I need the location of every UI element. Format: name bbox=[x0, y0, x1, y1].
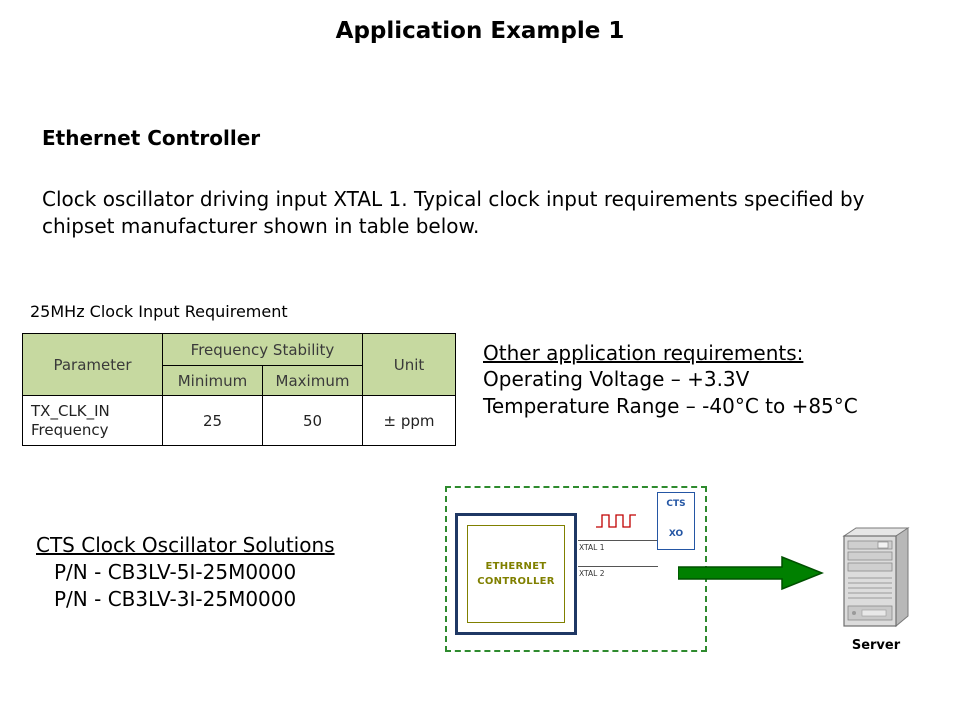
xo-label: XO bbox=[668, 529, 684, 539]
server-image bbox=[842, 527, 910, 628]
clock-waveform-icon bbox=[596, 514, 636, 528]
col-header-unit: Unit bbox=[362, 333, 456, 396]
xtal1-signal-line bbox=[578, 540, 658, 541]
clock-requirement-table: Parameter Frequency Stability Unit Minim… bbox=[22, 333, 456, 446]
solutions-block: CTS Clock Oscillator Solutions P/N - CB3… bbox=[36, 532, 335, 613]
page-title: Application Example 1 bbox=[335, 18, 625, 44]
part-number-1: P/N - CB3LV-5I-25M0000 bbox=[54, 560, 297, 584]
ethernet-controller-box: ETHERNET CONTROLLER bbox=[455, 513, 577, 635]
other-requirements-heading: Other application requirements: bbox=[483, 341, 804, 365]
part-number-2: P/N - CB3LV-3I-25M0000 bbox=[54, 587, 297, 611]
table-caption: 25MHz Clock Input Requirement bbox=[30, 302, 288, 321]
cts-xo-box: CTS XO bbox=[657, 492, 695, 550]
solutions-heading: CTS Clock Oscillator Solutions bbox=[36, 533, 335, 557]
xtal2-signal-line bbox=[578, 566, 658, 567]
server-label: Server bbox=[851, 638, 901, 653]
col-header-frequency-stability: Frequency Stability bbox=[162, 333, 363, 366]
other-requirements-block: Other application requirements: Operatin… bbox=[483, 340, 858, 419]
section-heading: Ethernet Controller bbox=[42, 126, 261, 150]
table-row: TX_CLK_IN Frequency 25 50 ± ppm bbox=[22, 395, 456, 446]
cell-maximum: 50 bbox=[262, 395, 363, 446]
col-header-maximum: Maximum bbox=[262, 365, 363, 396]
intro-paragraph: Clock oscillator driving input XTAL 1. T… bbox=[42, 187, 865, 238]
cell-minimum: 25 bbox=[162, 395, 263, 446]
cell-parameter: TX_CLK_IN Frequency bbox=[22, 395, 163, 446]
right-arrow-icon bbox=[678, 555, 824, 591]
cts-label: CTS bbox=[666, 499, 686, 509]
requirement-line-temperature: Temperature Range – -40°C to +85°C bbox=[483, 393, 858, 418]
ethernet-controller-label: ETHERNET CONTROLLER bbox=[467, 525, 565, 623]
col-header-minimum: Minimum bbox=[162, 365, 263, 396]
xtal2-label: XTAL 2 bbox=[579, 569, 605, 578]
requirement-line-voltage: Operating Voltage – +3.3V bbox=[483, 367, 750, 392]
cell-unit: ± ppm bbox=[362, 395, 456, 446]
col-header-parameter: Parameter bbox=[22, 333, 163, 396]
xtal1-label: XTAL 1 bbox=[579, 543, 605, 552]
